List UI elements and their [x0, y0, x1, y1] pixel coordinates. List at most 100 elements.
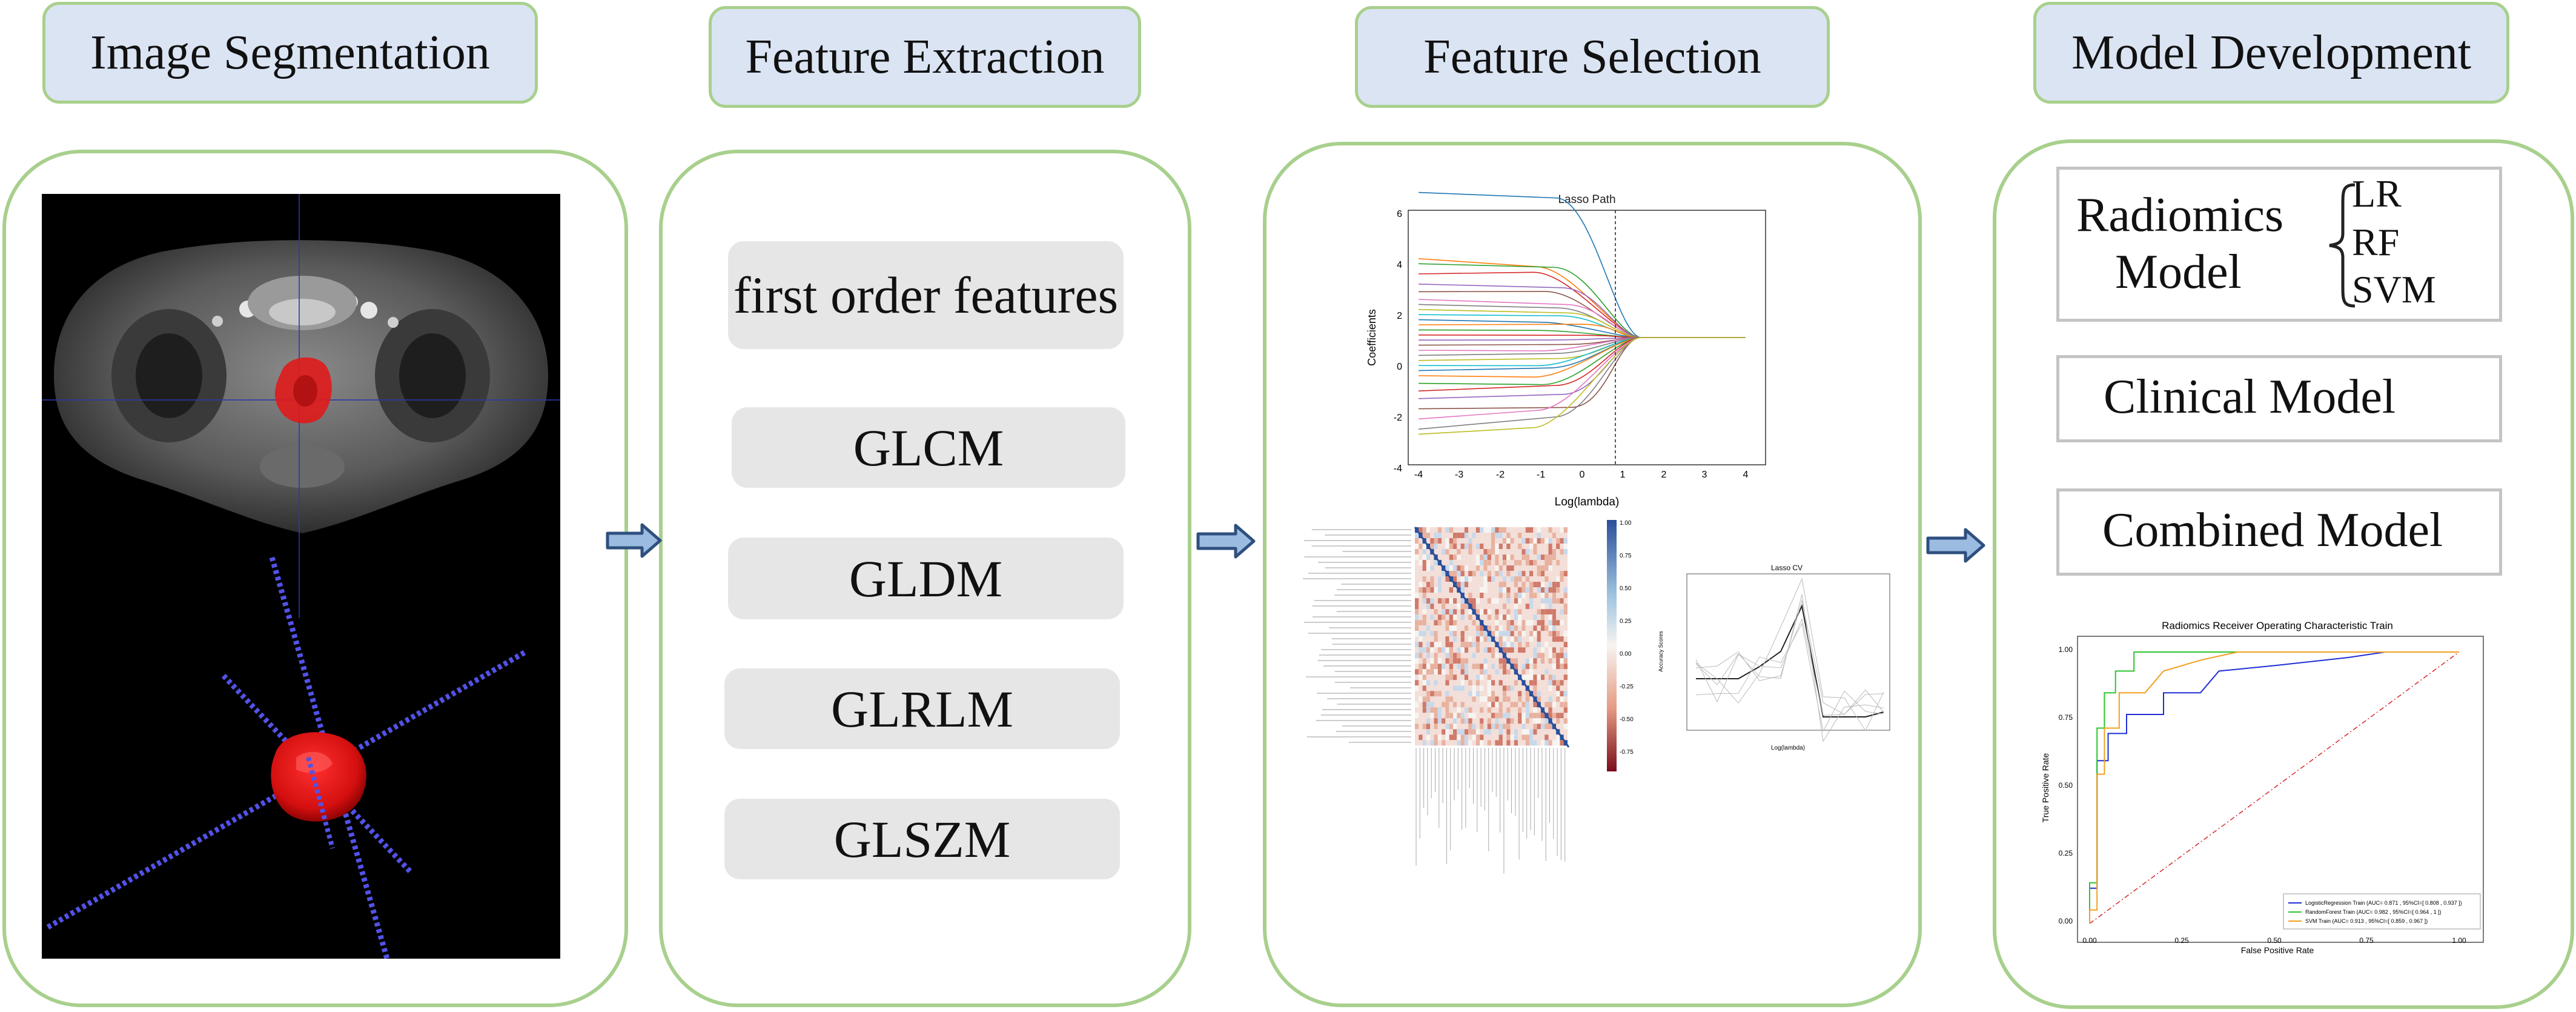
heatmap-cell	[1556, 702, 1560, 708]
heatmap-cell	[1537, 734, 1541, 741]
heatmap-cell	[1483, 598, 1488, 604]
heatmap-cell	[1426, 614, 1431, 621]
heatmap-cell	[1415, 582, 1419, 588]
heatmap-cell	[1415, 554, 1419, 561]
heatmap-cell	[1560, 560, 1564, 566]
heatmap-cell	[1442, 560, 1446, 566]
colorbar-tick: -0.25	[1620, 684, 1634, 690]
radiomics-model-line2: Model	[2115, 245, 2242, 299]
heatmap-cell	[1475, 609, 1480, 615]
heatmap-cell	[1506, 636, 1511, 642]
heatmap-cell	[1437, 598, 1442, 604]
heatmap-cell	[1434, 724, 1438, 730]
heatmap-cell	[1537, 729, 1541, 735]
stage-title-development-label: Model Development	[2071, 25, 2471, 79]
heatmap-cell	[1552, 636, 1557, 642]
heatmap-cell	[1442, 620, 1446, 626]
heatmap-cell	[1480, 582, 1484, 588]
heatmap-cell	[1475, 565, 1480, 571]
heatmap-cell	[1442, 614, 1446, 621]
heatmap-cell	[1453, 533, 1457, 539]
heatmap-cell	[1480, 565, 1484, 571]
heatmap-cell	[1540, 614, 1545, 621]
heatmap-cell	[1468, 729, 1472, 735]
heatmap-cell	[1468, 680, 1472, 686]
heatmap-cell	[1510, 604, 1514, 610]
heatmap-cell	[1529, 674, 1534, 681]
heatmap-cell	[1498, 609, 1503, 615]
heatmap-cell	[1560, 664, 1564, 670]
heatmap-cell	[1506, 565, 1511, 571]
lasso-path-chart: Lasso Path 6 4 2 0 -2 -4 -4 -3 -2 -1 0 1…	[1366, 191, 1766, 508]
feature-first-order-label: first order features	[733, 266, 1119, 324]
heatmap-cell	[1533, 724, 1537, 730]
heatmap-cell	[1563, 571, 1568, 577]
heatmap-cell	[1518, 565, 1522, 571]
heatmap-cell	[1545, 734, 1549, 741]
heatmap-cell	[1545, 544, 1549, 550]
heatmap-cell	[1487, 565, 1491, 571]
heatmap-cell	[1491, 642, 1495, 648]
heatmap-cell	[1510, 685, 1514, 691]
heatmap-cell	[1472, 636, 1476, 642]
heatmap-cell	[1419, 604, 1423, 610]
heatmap-cell	[1548, 653, 1552, 659]
heatmap-cell	[1521, 707, 1526, 713]
heatmap-cell	[1426, 740, 1431, 746]
heatmap-cell	[1457, 533, 1461, 539]
heatmap-cell	[1468, 647, 1472, 653]
heatmap-cell	[1563, 554, 1568, 561]
heatmap-cell	[1430, 587, 1434, 593]
heatmap-cell	[1525, 724, 1529, 730]
heatmap-cell	[1514, 565, 1518, 571]
heatmap-cell	[1506, 598, 1511, 604]
heatmap-cell	[1437, 587, 1442, 593]
heatmap-cell	[1480, 598, 1484, 604]
heatmap-cell	[1487, 527, 1491, 533]
heatmap-cell	[1510, 631, 1514, 637]
heatmap-cell	[1415, 713, 1419, 719]
heatmap-cell	[1483, 669, 1488, 675]
heatmap-cell	[1502, 582, 1507, 588]
heatmap-cell	[1472, 565, 1476, 571]
heatmap-cell	[1498, 653, 1503, 659]
heatmap-cell	[1495, 713, 1499, 719]
heatmap-cell	[1502, 691, 1507, 697]
heatmap-cell	[1437, 571, 1442, 577]
heatmap-cell	[1560, 587, 1564, 593]
heatmap-cell	[1510, 740, 1514, 746]
heatmap-cell	[1460, 702, 1465, 708]
heatmap-cell	[1563, 587, 1568, 593]
heatmap-cell	[1422, 631, 1426, 637]
heatmap-cell	[1426, 565, 1431, 571]
heatmap-cell	[1563, 674, 1568, 681]
heatmap-cell	[1548, 593, 1552, 599]
heatmap-cell	[1514, 740, 1518, 746]
heatmap-cell	[1426, 549, 1431, 555]
heatmap-cell	[1545, 669, 1549, 675]
heatmap-cell	[1475, 702, 1480, 708]
heatmap-cell	[1442, 664, 1446, 670]
heatmap-cell	[1560, 554, 1564, 561]
cv-fold-line	[1695, 600, 1884, 715]
heatmap-cell	[1415, 729, 1419, 735]
heatmap-cell	[1457, 729, 1461, 735]
heatmap-cell	[1453, 636, 1457, 642]
heatmap-cell	[1514, 620, 1518, 626]
heatmap-cell	[1518, 685, 1522, 691]
heatmap-cell	[1460, 707, 1465, 713]
heatmap-cell	[1552, 598, 1557, 604]
heatmap-cell	[1495, 571, 1499, 577]
lasso-path-ytick: 2	[1397, 311, 1402, 321]
heatmap-cell	[1487, 724, 1491, 730]
heatmap-cell	[1540, 718, 1545, 724]
heatmap-cell	[1514, 658, 1518, 664]
colorbar-tick: 0.25	[1620, 618, 1632, 625]
heatmap-cell	[1457, 604, 1461, 610]
heatmap-cell	[1419, 582, 1423, 588]
heatmap-cell	[1495, 696, 1499, 702]
heatmap-cell	[1449, 647, 1453, 653]
heatmap-cell	[1537, 669, 1541, 675]
heatmap-cell	[1419, 740, 1423, 746]
heatmap-cell	[1426, 587, 1431, 593]
